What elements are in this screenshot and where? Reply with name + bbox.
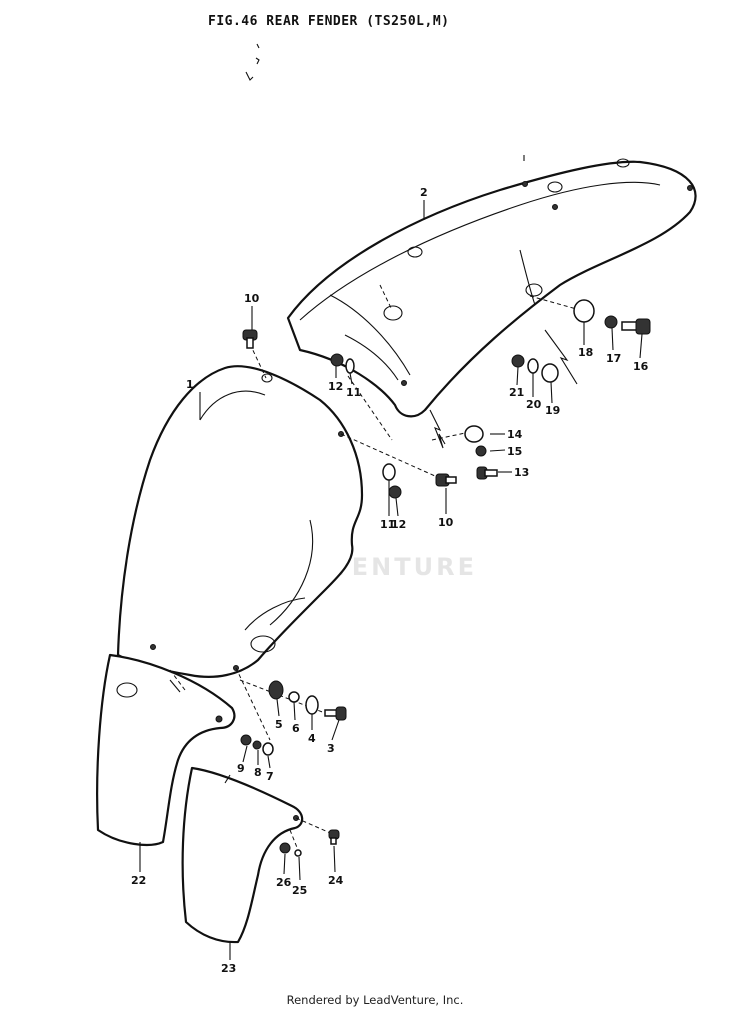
part-label-24[interactable]: 24: [328, 874, 344, 887]
bolt-10-top[interactable]: [242, 329, 258, 349]
part-label-25[interactable]: 25: [292, 884, 307, 897]
mud-flap-upper[interactable]: [96, 653, 236, 846]
part-label-23[interactable]: 23: [221, 962, 236, 975]
washer-11-top[interactable]: [345, 358, 355, 374]
part-label-1[interactable]: 1: [186, 378, 194, 391]
part-label-5[interactable]: 5: [275, 718, 283, 731]
break-line: [429, 329, 578, 449]
nut-12-top[interactable]: [330, 353, 344, 367]
part-label-8[interactable]: 8: [254, 766, 262, 779]
part-label-20[interactable]: 20: [526, 398, 542, 411]
part-label-11[interactable]: 11: [346, 386, 361, 399]
figure-title: FIG.46 REAR FENDER (TS250L,M): [208, 14, 450, 29]
cushion-14[interactable]: [464, 425, 484, 443]
part-label-15[interactable]: 15: [507, 445, 522, 458]
cushion-5[interactable]: [268, 680, 284, 700]
nut-12-lower[interactable]: [388, 485, 402, 499]
part-label-6[interactable]: 6: [292, 722, 300, 735]
nut-21[interactable]: [511, 354, 525, 368]
bolt-10-lower[interactable]: [435, 473, 457, 487]
washer-15[interactable]: [475, 445, 487, 457]
mud-flap-lower[interactable]: [181, 766, 304, 944]
washer-11-lower[interactable]: [382, 463, 396, 481]
stray-marks: [245, 43, 260, 81]
part-label-10[interactable]: 10: [438, 516, 454, 529]
part-label-26[interactable]: 26: [276, 876, 292, 889]
cushion-18[interactable]: [573, 299, 595, 323]
part-label-21[interactable]: 21: [509, 386, 524, 399]
washer-19[interactable]: [541, 363, 559, 383]
leader-lines: [139, 200, 643, 960]
part-label-4[interactable]: 4: [308, 732, 316, 745]
part-label-18[interactable]: 18: [578, 346, 593, 359]
part-label-3[interactable]: 3: [327, 742, 335, 755]
bolt-16[interactable]: [621, 318, 651, 335]
washer-4[interactable]: [305, 695, 319, 715]
nut-26[interactable]: [279, 842, 291, 854]
part-label-2[interactable]: 2: [420, 186, 428, 199]
part-label-22[interactable]: 22: [131, 874, 146, 887]
part-label-9[interactable]: 9: [237, 762, 245, 775]
part-label-10[interactable]: 10: [244, 292, 260, 305]
part-label-17[interactable]: 17: [606, 352, 621, 365]
part-label-13[interactable]: 13: [514, 466, 529, 479]
washer-6[interactable]: [288, 691, 300, 703]
lock-washer-20[interactable]: [527, 358, 539, 374]
washer-7[interactable]: [262, 742, 274, 756]
lock-washer-17[interactable]: [604, 315, 618, 329]
nut-9[interactable]: [240, 734, 252, 746]
part-label-14[interactable]: 14: [507, 428, 523, 441]
screw-24[interactable]: [328, 829, 340, 845]
footer-credit: Rendered by LeadVenture, Inc.: [286, 993, 464, 1007]
rear-fender-front[interactable]: [116, 365, 364, 678]
part-label-7[interactable]: 7: [266, 770, 274, 783]
part-label-12[interactable]: 12: [328, 380, 343, 393]
bolt-13[interactable]: [476, 466, 498, 480]
part-label-12[interactable]: 12: [391, 518, 406, 531]
part-label-19[interactable]: 19: [545, 404, 560, 417]
part-label-16[interactable]: 16: [633, 360, 649, 373]
bolt-3[interactable]: [324, 706, 347, 721]
rear-fender-main[interactable]: [286, 155, 697, 418]
washer-25[interactable]: [294, 849, 302, 857]
lock-washer-8[interactable]: [252, 740, 262, 750]
part-label-11[interactable]: 11: [380, 518, 395, 531]
